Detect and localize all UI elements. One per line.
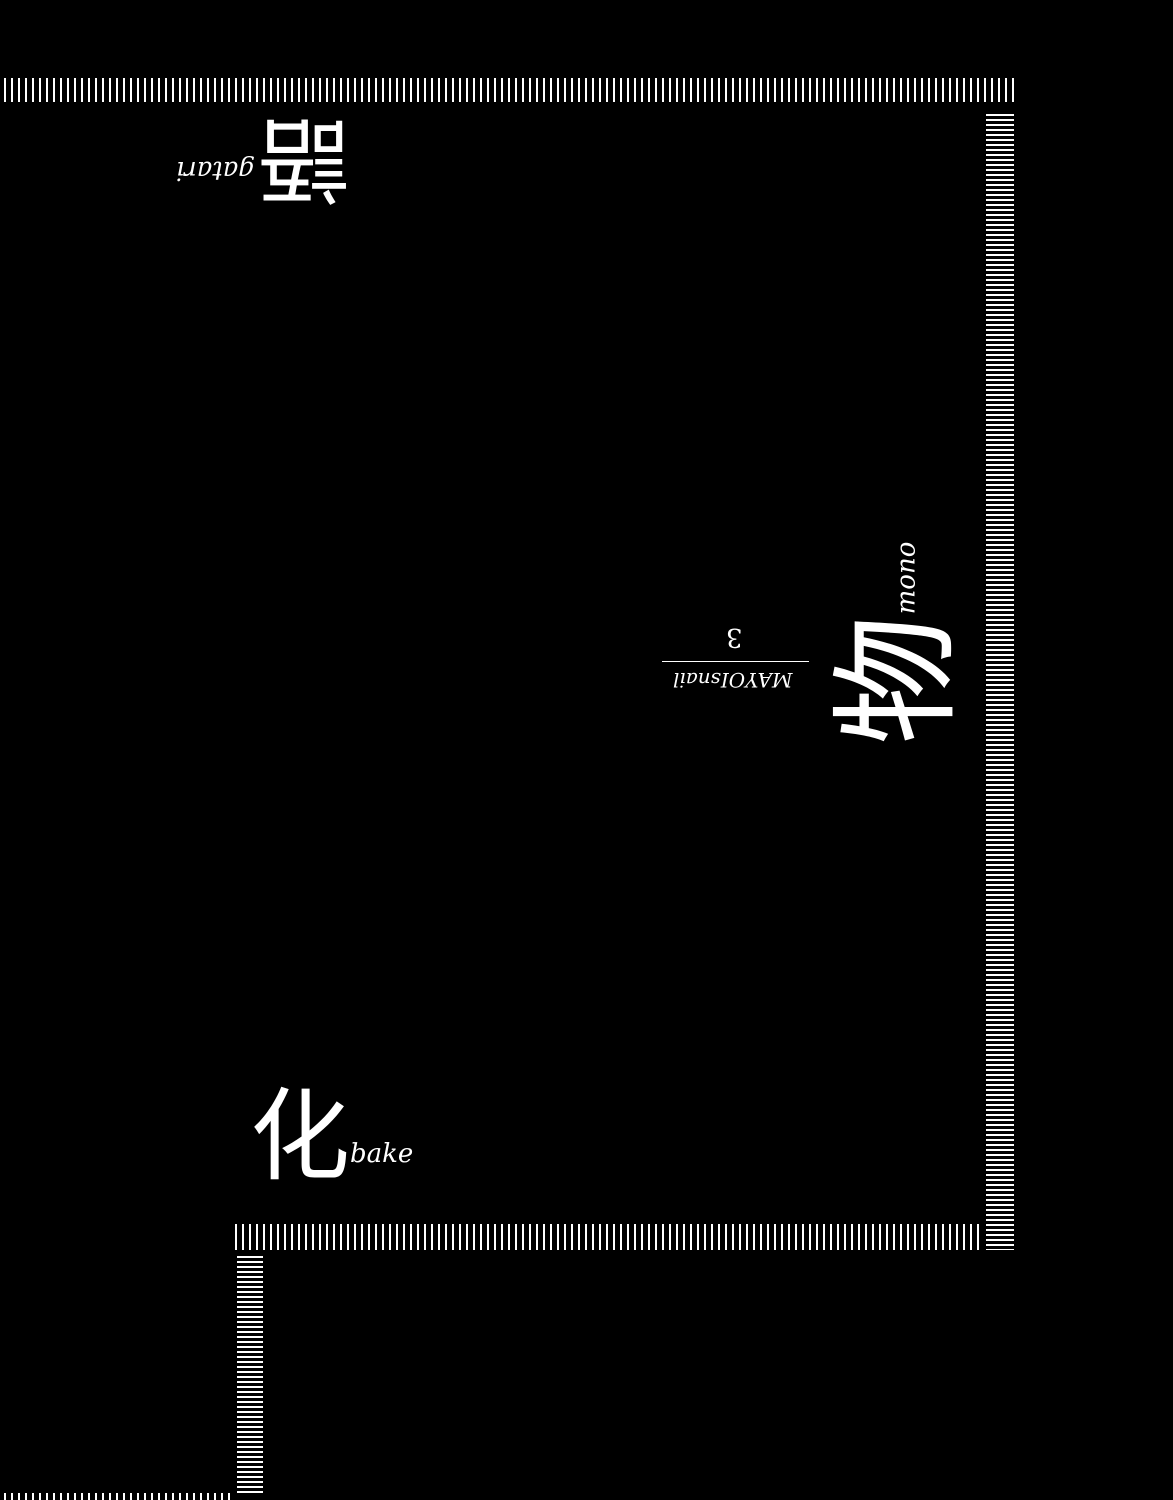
subtitle-text: MAYOIsnail — [673, 668, 793, 692]
title-roman-gatari: gatari — [176, 155, 255, 185]
top-ruler — [4, 78, 1014, 102]
bottom-ruler — [235, 1224, 980, 1250]
title-roman-bake: bake — [350, 1139, 414, 1169]
bottom-edge-ruler — [4, 1493, 234, 1500]
volume-number: 3 — [726, 622, 743, 652]
title-kanji-mono: 物 — [821, 614, 974, 746]
title-kanji-gatari: 語 — [258, 105, 351, 212]
left-lower-ruler — [237, 1256, 263, 1496]
title-kanji-bake: 化 — [250, 1078, 350, 1195]
right-ruler — [986, 114, 1014, 1250]
subtitle-divider — [662, 661, 809, 662]
title-roman-mono: mono — [891, 541, 922, 615]
